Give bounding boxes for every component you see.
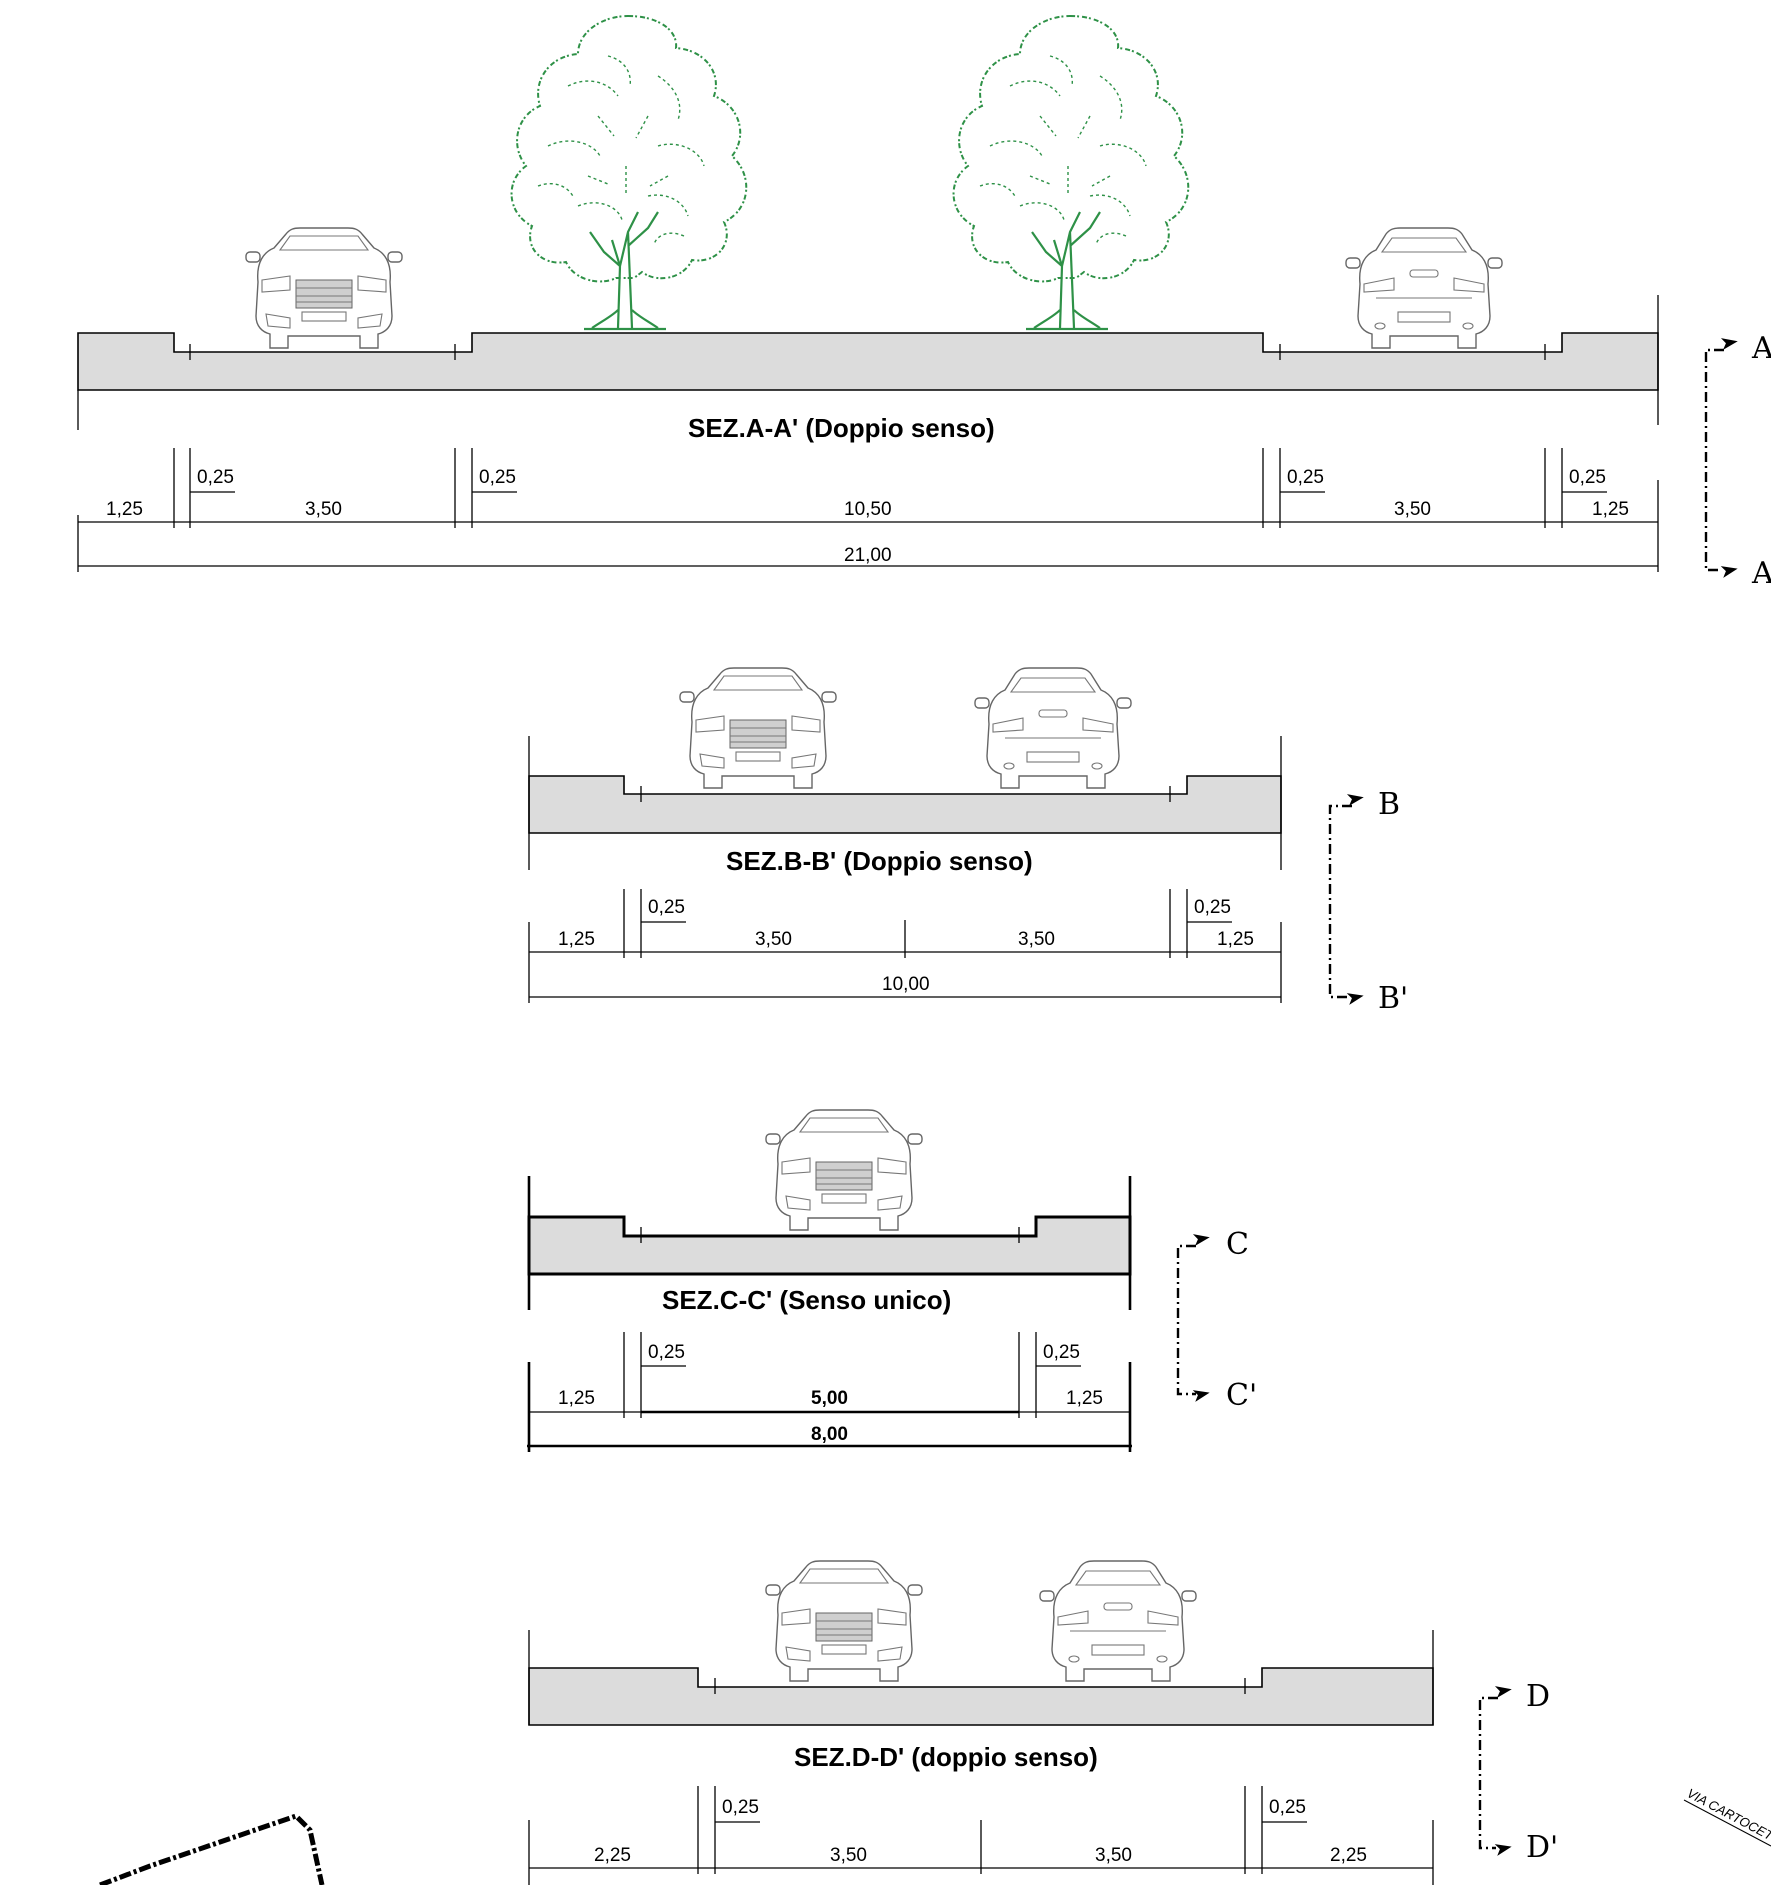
car-front-icon [245,227,403,349]
dimension-label: 1,25 [1066,1388,1103,1409]
section-cut-marker: B B' [1328,787,1408,1016]
dimension-label: 1,25 [1592,499,1629,520]
section-b: SEZ.B-B' (Doppio senso) 0,25 0,25 1,25 3… [528,667,1408,1016]
section-title: SEZ.C-C' (Senso unico) [662,1285,951,1315]
car-front-icon [765,1109,923,1231]
dimension-label: 1,25 [558,1388,595,1409]
dimension-chain: 0,25 0,25 2,25 3,50 3,50 2,25 [528,1786,1434,1885]
dimension-label: 0,25 [1569,467,1606,488]
dimension-label: 5,00 [811,1388,848,1409]
cut-label: B [1378,787,1400,822]
dimension-total: 10,00 [882,974,930,995]
dimension-label: 1,25 [1217,929,1254,950]
dimension-label: 3,50 [305,499,342,520]
dimension-label: 0,25 [197,467,234,488]
dimension-label: 2,25 [594,1845,631,1866]
section-d: SEZ.D-D' (doppio senso) 0,25 0,25 2,25 3… [528,1560,1558,1885]
section-cut-marker: A A' [1704,331,1771,591]
cut-label: D [1526,1679,1550,1714]
cut-label: D' [1526,1830,1558,1865]
dimension-label: 0,25 [1287,467,1324,488]
road-profile-c [527,1215,1132,1276]
car-rear-icon [1345,227,1503,349]
dimension-total: 21,00 [844,545,892,566]
car-rear-icon [1039,1560,1197,1682]
section-title: SEZ.A-A' (Doppio senso) [688,413,995,443]
site-boundary-fragment [99,1813,325,1885]
cut-label: A [1751,331,1771,366]
dimension-label: 1,25 [106,499,143,520]
car-front-icon [679,667,837,789]
dimension-chain: 0,25 0,25 0,25 0,25 1,25 3,50 10,50 3,50… [77,448,1659,572]
dimension-label: 0,25 [1194,897,1231,918]
dimension-label: 3,50 [1018,929,1055,950]
section-title: SEZ.B-B' (Doppio senso) [726,846,1033,876]
dimension-label: 0,25 [1043,1342,1080,1363]
section-title: SEZ.D-D' (doppio senso) [794,1742,1098,1772]
section-c: SEZ.C-C' (Senso unico) 0,25 0,25 1,25 5,… [527,1109,1257,1452]
street-stamp: VIA CARTOCETO [1683,1785,1771,1848]
road-profile-b [528,775,1282,834]
dimension-label: 2,25 [1330,1845,1367,1866]
dimension-label: 3,50 [1394,499,1431,520]
dimension-label: 0,25 [648,1342,685,1363]
cut-label: B' [1378,981,1408,1016]
dimension-label: 0,25 [1269,1797,1306,1818]
road-profile-d [528,1667,1434,1726]
dimension-label: 10,50 [844,499,892,520]
dimension-label: 3,50 [755,929,792,950]
section-cut-marker: C C' [1176,1227,1257,1413]
dimension-total: 8,00 [811,1424,848,1445]
dimension-label: 0,25 [479,467,516,488]
car-front-icon [765,1560,923,1682]
street-name-label: VIA CARTOCETO [1685,1785,1771,1848]
section-a: SEZ.A-A' (Doppio senso) 0,25 0,25 0,25 0… [77,14,1771,591]
dimension-label: 0,25 [648,897,685,918]
tree-icon [510,14,748,331]
dimension-label: 3,50 [1095,1845,1132,1866]
road-profile-a [77,332,1659,391]
cut-label: C [1226,1227,1249,1262]
cut-label: C' [1226,1378,1257,1413]
dimension-chain: 0,25 0,25 1,25 5,00 1,25 8,00 [527,1332,1132,1452]
dimension-label: 1,25 [558,929,595,950]
dimension-label: 3,50 [830,1845,867,1866]
cut-label: A' [1751,556,1771,591]
tree-icon [952,14,1190,331]
dimension-chain: 0,25 0,25 1,25 3,50 3,50 1,25 10,00 [528,889,1282,1003]
dimension-label: 0,25 [722,1797,759,1818]
section-cut-marker: D D' [1478,1679,1558,1865]
car-rear-icon [974,667,1132,789]
